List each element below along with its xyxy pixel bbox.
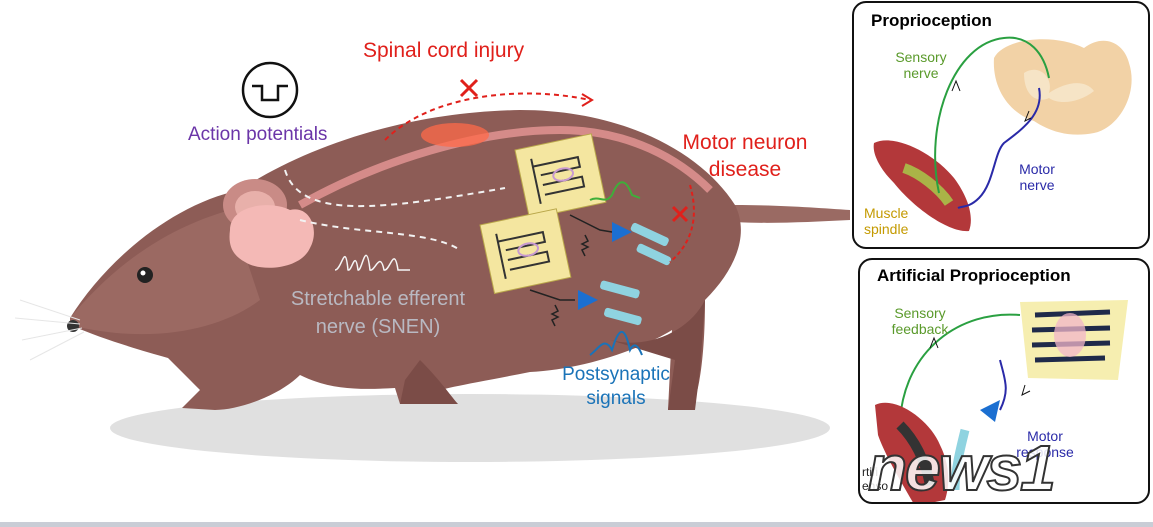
muscle-electrode (896, 421, 935, 487)
disease-line: disease (708, 158, 782, 182)
motor-response-line-2: response (1016, 444, 1074, 461)
news1-watermark: news1 (867, 431, 1057, 505)
snen-label: Stretchable efferent nerve (SNEN) (266, 288, 490, 339)
sensory-nerve-line-1: Sensory (895, 49, 947, 65)
artificial-title: Artificial Proprioception (877, 266, 1071, 285)
muscle (873, 140, 971, 232)
head (70, 210, 260, 335)
spinal-cord-injury-label: Spinal cord injury (363, 39, 525, 62)
cut-label-line-2: enso (862, 478, 889, 493)
motor-neuron-disease-label: Motor neuron disease (668, 131, 822, 182)
eye (137, 267, 153, 283)
motor-wire (999, 359, 1007, 411)
postsynaptic-label: Postsynaptic signals (548, 364, 684, 410)
hind-leg (610, 300, 705, 410)
muscle-spindle-label: Muscle spindle (864, 205, 908, 237)
muscle-spindle-line-1: Muscle (864, 205, 909, 221)
amplifier-top (612, 222, 632, 242)
injury-glow (421, 123, 489, 147)
sensory-feedback-line-2: feedback (891, 321, 949, 338)
sensory-feedback-label: Sensory feedback (880, 305, 960, 337)
floor-shadow (110, 394, 830, 462)
artificial-diagram (875, 300, 1128, 502)
whiskers (14, 299, 85, 361)
motor-response-line-1: Motor (1027, 428, 1063, 444)
electrode-4 (604, 307, 642, 326)
sensory-feedback-path (899, 313, 1021, 421)
brain (229, 205, 314, 268)
circuit-bottom (529, 289, 575, 327)
sensory-feedback-line-1: Sensory (894, 305, 946, 321)
electrode-3 (600, 280, 640, 299)
motor-neuron-line: Motor neuron (682, 131, 808, 154)
artificial-amplifier (980, 400, 1000, 422)
cut-label: rtifi enso (862, 465, 889, 494)
snen-line-1: Stretchable efferent (290, 288, 466, 310)
cyan-electrode (950, 428, 970, 491)
bottom-scrollbar (0, 522, 1153, 527)
motor-nerve-line-1: Motor (1019, 161, 1055, 177)
spinal-injury-arrow (384, 92, 591, 141)
signal-paths (284, 169, 506, 251)
snen-patch-bottom (479, 208, 572, 295)
sensory-nerve-path (934, 36, 1050, 194)
motor-nerve-label: Motor nerve (1006, 161, 1068, 193)
circuit-top (569, 214, 613, 257)
response-arrow (1021, 384, 1031, 396)
motor-x-mark (671, 205, 689, 223)
sensory-nerve-label: Sensory nerve (882, 49, 960, 81)
postsynaptic-line-1: Postsynaptic (562, 364, 670, 385)
sensory-nerve-line-2: nerve (903, 65, 939, 82)
action-potentials-label: Action potentials (188, 124, 328, 145)
proprioception-panel: Proprioception Sensory nerve Motor nerve… (852, 1, 1150, 249)
artificial-proprioception-panel: Artificial Proprioception Sensory feedba… (858, 258, 1150, 504)
feedback-arrow (929, 336, 939, 349)
snen-line-2: nerve (SNEN) (315, 316, 441, 338)
green-signal (589, 181, 641, 201)
arrow-up (951, 79, 961, 92)
arrow-down (1024, 110, 1032, 123)
front-leg (400, 360, 458, 404)
snen-waveform (334, 254, 410, 271)
injury-x-mark (459, 78, 479, 98)
proprioception-diagram (873, 36, 1132, 232)
spinal-cord (298, 125, 713, 209)
cut-label-line-1: rtifi (862, 465, 878, 479)
muscle-spindle-line-2: spindle (864, 221, 909, 238)
motor-response-label: Motor response (1010, 428, 1080, 460)
motor-disease-path (669, 184, 695, 263)
snen-patch-top (514, 133, 607, 220)
tail (735, 205, 850, 223)
electrode-2 (636, 243, 672, 266)
proprioception-title: Proprioception (871, 11, 992, 30)
electrode-1 (630, 222, 669, 246)
postsynaptic-line-2: signals (586, 387, 646, 409)
spindle (902, 163, 954, 206)
amplifier-bottom (578, 290, 598, 310)
postsynaptic-waveform (589, 331, 643, 356)
action-potential-icon (241, 61, 299, 119)
motor-nerve-path (957, 87, 1041, 209)
motor-nerve-line-2: nerve (1019, 177, 1055, 194)
